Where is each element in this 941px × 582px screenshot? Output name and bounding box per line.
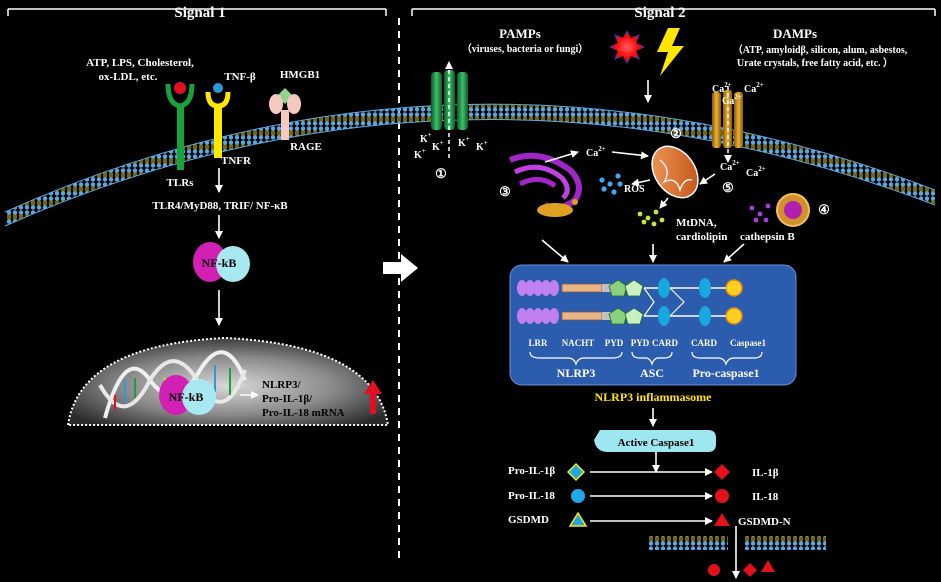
mtdna-label-line1: MtDNA, bbox=[676, 217, 717, 229]
rage-receptor: HMGB1 RAGE bbox=[269, 69, 322, 153]
nfkb-dna-label: NF-kB bbox=[169, 390, 204, 404]
arrow-mito-to-ros bbox=[631, 178, 651, 187]
il18-label: IL-18 bbox=[752, 491, 779, 503]
inflammasome-caption: NLRP3 inflammasome bbox=[595, 390, 713, 404]
svg-text:K+: K+ bbox=[420, 131, 432, 145]
step-5-label: ⑤ bbox=[722, 180, 734, 195]
svg-text:Ca2+: Ca2+ bbox=[744, 81, 764, 95]
mrna-line2: Pro-IL-1β/ bbox=[262, 393, 313, 405]
pathway-label: TLR4/MyD88, TRIF/ NF-κB bbox=[152, 200, 288, 212]
step-3-label: ③ bbox=[499, 184, 511, 199]
nucleus: NF-kB NLRP3/ Pro-IL-1β/ Pro-IL-18 mRNA bbox=[66, 336, 390, 426]
domain-caspase1: Caspase1 bbox=[730, 338, 767, 348]
endoplasmic-reticulum-icon bbox=[508, 152, 582, 217]
gsdmd-n-label: GSDMD-N bbox=[738, 516, 791, 528]
ligand-list-line2: ox-LDL, etc. bbox=[99, 71, 158, 83]
svg-text:K+: K+ bbox=[414, 147, 426, 161]
arrow-cathepsin-to-inflammasome bbox=[723, 243, 745, 263]
domain-card-casp: CARD bbox=[691, 338, 717, 348]
nfkb-complex: NF-kB bbox=[193, 242, 250, 282]
domain-pyd-nlrp3: PYD bbox=[605, 338, 624, 348]
ligand-list-line1: ATP, LPS, Cholesterol, bbox=[86, 57, 194, 69]
svg-text:Ca2+: Ca2+ bbox=[712, 81, 732, 95]
arrow-mito-to-mtdna bbox=[659, 197, 669, 209]
conversion-il1b: Pro-IL-1β IL-1β bbox=[508, 462, 779, 482]
pamps-sub: （viruses, bacteria or fungi） bbox=[462, 42, 588, 55]
k-efflux-channel: K+ K+ K+ K+ K+ ① bbox=[414, 61, 488, 181]
nfkb-label: NF-kB bbox=[202, 256, 237, 270]
ca-er-label: Ca2+ bbox=[586, 145, 606, 159]
cathepsin-label: cathepsin B bbox=[740, 231, 795, 243]
inflammasome-box: LRR NACHT PYD PYD CARD CARD Caspase1 NLR… bbox=[509, 264, 797, 386]
damps-title: DAMPs bbox=[773, 26, 817, 41]
signal1-title: Signal 1 bbox=[174, 5, 225, 21]
domain-pyd-asc: PYD bbox=[631, 338, 650, 348]
pamp-burst-icon bbox=[609, 30, 645, 64]
hmgb1-label: HMGB1 bbox=[280, 69, 320, 81]
svg-text:K+: K+ bbox=[458, 135, 470, 149]
rage-label: RAGE bbox=[290, 141, 322, 153]
nfkb-bound-dna: NF-kB bbox=[159, 375, 216, 415]
arrow-ca-to-mito-2 bbox=[699, 173, 716, 185]
mrna-line1: NLRP3/ bbox=[262, 379, 301, 391]
bottom-membrane-pore bbox=[648, 526, 826, 579]
ros-label: ROS bbox=[624, 184, 645, 195]
lysosome-icon bbox=[776, 193, 810, 227]
domain-card-asc: CARD bbox=[652, 338, 678, 348]
tnfr-receptor: TNF-β TNFR bbox=[205, 71, 256, 167]
ros-dots bbox=[599, 173, 623, 195]
step-2-label: ② bbox=[670, 126, 682, 141]
upregulation-arrow-icon bbox=[364, 380, 382, 414]
signal2-header: Signal 2 bbox=[411, 5, 936, 21]
mrna-line3: Pro-IL-18 mRNA bbox=[262, 407, 345, 419]
domain-lrr: LRR bbox=[528, 338, 548, 348]
active-caspase1: Active Caspase1 bbox=[594, 430, 716, 452]
tnfr-label: TNFR bbox=[221, 155, 252, 167]
damp-lightning-icon bbox=[657, 28, 684, 76]
svg-text:Ca2+: Ca2+ bbox=[722, 93, 742, 107]
arrow-ca-to-mito bbox=[611, 151, 649, 160]
group-nlrp3: NLRP3 bbox=[557, 366, 596, 380]
tlrs-label: TLRs bbox=[167, 177, 195, 189]
conversion-il18: Pro-IL-18 IL-18 bbox=[508, 489, 779, 503]
signal-transition-arrow-icon bbox=[383, 254, 418, 282]
active-caspase-label: Active Caspase1 bbox=[618, 437, 695, 449]
il1b-label: IL-1β bbox=[752, 467, 779, 479]
svg-text:Ca2+: Ca2+ bbox=[720, 159, 740, 173]
released-cytokines bbox=[708, 560, 775, 577]
pamps-title: PAMPs bbox=[499, 26, 541, 41]
k-ion-labels: K+ K+ K+ K+ K+ bbox=[414, 131, 488, 161]
cathepsin-dots bbox=[749, 203, 771, 223]
damps-sub-line2: Urate crystals, free fatty acid, etc. ） bbox=[737, 56, 893, 69]
tlr-receptor: TLRs bbox=[165, 82, 195, 189]
svg-text:K+: K+ bbox=[476, 139, 488, 153]
damps-sub-line1: （ATP, amyloidβ, silicon, alum, asbestos, bbox=[733, 43, 908, 56]
pro-il1b-label: Pro-IL-1β bbox=[508, 465, 555, 477]
mtdna-label-line2: cardiolipin bbox=[676, 231, 727, 243]
arrow-er-to-inflammasome bbox=[541, 239, 569, 263]
svg-text:K+: K+ bbox=[432, 139, 444, 153]
gsdmd-label: GSDMD bbox=[508, 514, 549, 526]
step-1-label: ① bbox=[435, 166, 447, 181]
signal1-header: Signal 1 bbox=[7, 5, 387, 21]
inflammasome-row-2 bbox=[517, 306, 743, 326]
step-4-label: ④ bbox=[818, 202, 830, 217]
mtdna-dots bbox=[637, 209, 665, 227]
ca-influx-channel: Ca2+ Ca2+ Ca2+ Ca2+ Ca2+ bbox=[712, 81, 766, 179]
pro-il18-label: Pro-IL-18 bbox=[508, 490, 555, 502]
tnf-beta-label: TNF-β bbox=[224, 71, 256, 83]
arrow-er-to-ca bbox=[544, 150, 579, 163]
inflammasome-row-1 bbox=[517, 278, 743, 298]
mitochondrion-icon bbox=[651, 145, 699, 199]
conversion-gsdmd: GSDMD GSDMD-N bbox=[508, 511, 791, 528]
group-pro-caspase1: Pro-caspase1 bbox=[692, 366, 759, 380]
signal2-title: Signal 2 bbox=[634, 5, 685, 21]
group-asc: ASC bbox=[640, 366, 664, 380]
svg-text:Ca2+: Ca2+ bbox=[746, 165, 766, 179]
domain-nacht: NACHT bbox=[562, 338, 595, 348]
